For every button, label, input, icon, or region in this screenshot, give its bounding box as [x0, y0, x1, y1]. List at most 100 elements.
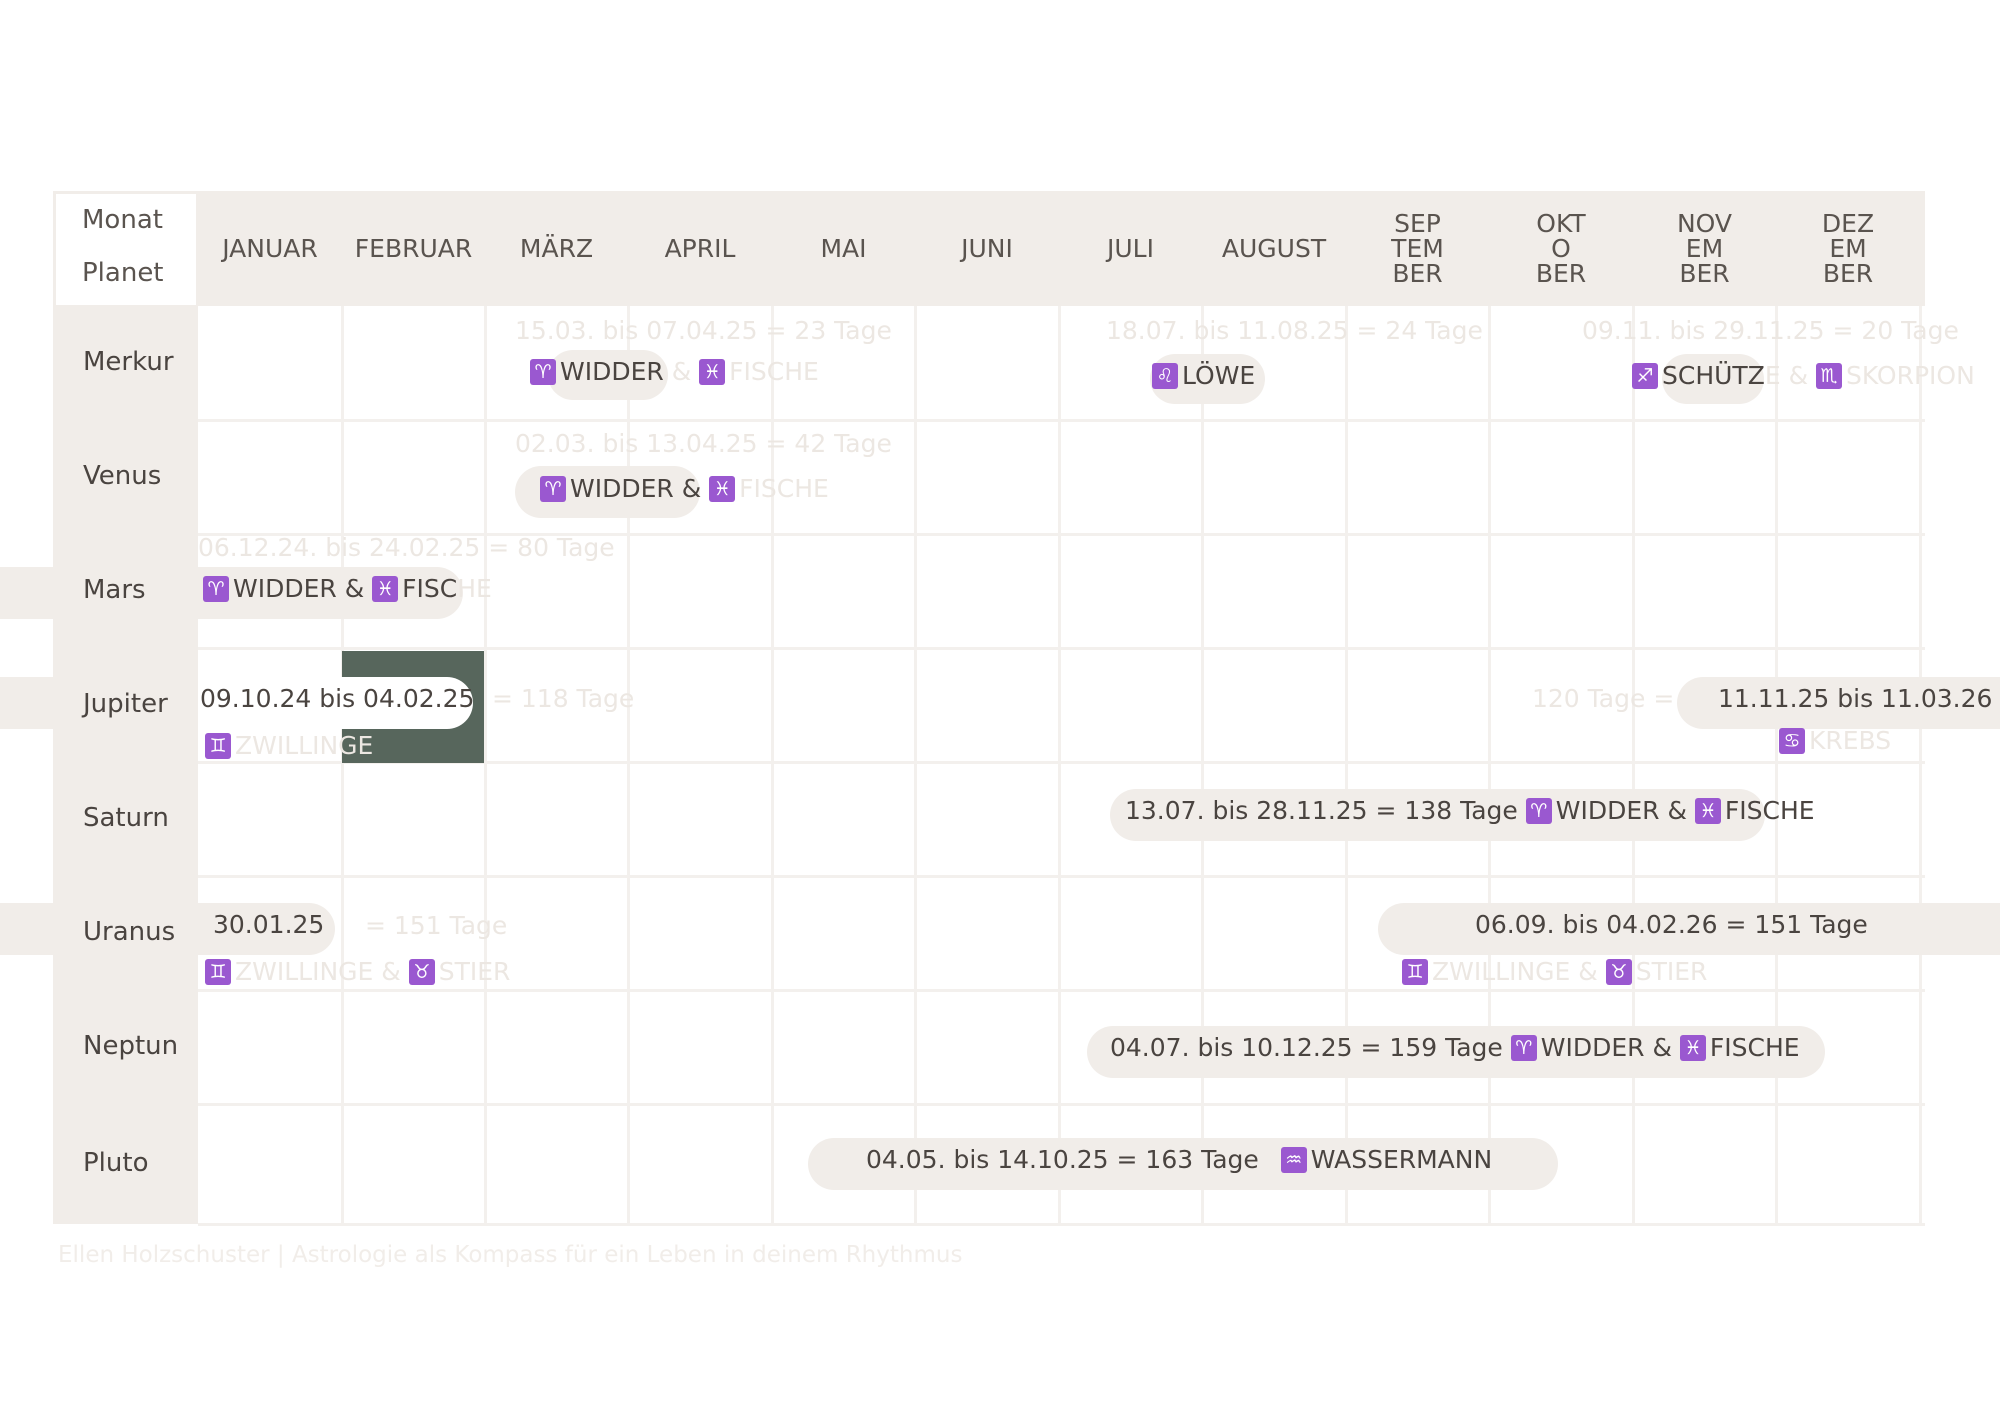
month-header-apr: APRIL: [628, 191, 772, 306]
uranus-period-1-days: = 151 Tage: [365, 911, 508, 940]
merkur-period-1-signs: ♈WIDDER & ♓FISCHE: [530, 357, 819, 387]
merkur-period-2-dates: 18.07. bis 11.08.25 = 24 Tage: [1106, 316, 1483, 345]
grid-line-horizontal: [198, 1103, 1925, 1106]
venus-sign-fische: FISCHE: [739, 474, 829, 503]
mars-row-margin-band: [0, 567, 53, 619]
planet-label-mars: Mars: [83, 575, 146, 605]
pluto-dates: 04.05. bis 14.10.25 = 163 Tage: [866, 1145, 1259, 1174]
merkur-sign-schuetze: SCHÜTZ: [1662, 361, 1765, 390]
gemini-icon: ♊: [1402, 959, 1428, 985]
aries-icon: ♈: [203, 576, 229, 602]
month-label-line: FEBRUAR: [354, 234, 473, 263]
grid-line-horizontal: [198, 647, 1925, 650]
mars-signs: ♈WIDDER & ♓FISCHE: [203, 574, 492, 604]
saturn-pill: [1110, 789, 1765, 841]
month-label-line: EM: [1685, 234, 1724, 263]
scorpio-icon: ♏: [1816, 363, 1843, 389]
month-label-aug: AUGUST: [1222, 236, 1326, 261]
corner-label-planet: Planet: [82, 258, 164, 288]
grid-line-vertical: [771, 306, 774, 1224]
grid-line-horizontal: [198, 989, 1925, 992]
planet-label-saturn: Saturn: [83, 803, 169, 833]
uranus-period-1-date: 30.01.25: [213, 910, 325, 939]
mars-pill: [198, 567, 463, 619]
month-label-line: EM: [1829, 234, 1867, 263]
pisces-icon: ♓: [699, 359, 726, 385]
saturn-sign-fische: FISCHE: [1724, 796, 1815, 825]
jupiter-sign-krebs: KREBS: [1809, 726, 1892, 755]
grid-line-horizontal: [198, 419, 1925, 422]
taurus-icon: ♉: [1605, 959, 1632, 985]
merkur-period-3-signs: ♐SCHÜTZE & ♏SKORPION: [1632, 361, 1975, 391]
month-label-line: NOV: [1676, 209, 1733, 238]
taurus-icon: ♉: [408, 959, 435, 985]
merkur-sign-fische: FISCHE: [729, 357, 819, 386]
aquarius-icon: ♒: [1280, 1147, 1307, 1173]
aries-icon: ♈: [540, 476, 566, 502]
grid-line-vertical: [1058, 306, 1061, 1224]
merkur-period-1-pill: [548, 350, 668, 400]
uranus-period-2-pill: [1378, 903, 2000, 955]
month-label-line: SEP: [1394, 209, 1441, 238]
month-label-line: AUGUST: [1221, 234, 1327, 263]
month-label-line: MÄRZ: [519, 234, 594, 263]
month-header-mai: MAI: [772, 191, 915, 306]
jupiter-period-2-sign: ♋KREBS: [1779, 726, 1891, 756]
month-label-line: APRIL: [664, 234, 736, 263]
jupiter-sign-zwillinge: ZWILLINGE: [235, 731, 373, 760]
month-label-apr: APRIL: [665, 236, 736, 261]
jupiter-period-2-pill: [1677, 677, 2000, 729]
planet-label-jupiter: Jupiter: [83, 689, 168, 719]
mars-sign-fische: FISC: [402, 574, 458, 603]
pisces-icon: ♓: [1694, 798, 1721, 824]
uranus-p2-sign-stier: STIER: [1635, 957, 1708, 986]
jupiter-row-margin-band: [0, 677, 53, 729]
aries-icon: ♈: [530, 359, 556, 385]
month-header-feb: FEBRUAR: [342, 191, 485, 306]
month-label-line: BER: [1535, 259, 1587, 288]
saturn-sign-widder: WIDDER &: [1555, 796, 1687, 825]
venus-dates: 02.03. bis 13.04.25 = 42 Tage: [515, 429, 892, 458]
merkur-sign-widder: WIDDER: [560, 357, 664, 386]
grid-line-vertical: [627, 306, 630, 1224]
header-background: [53, 191, 1925, 306]
corner-cell: [56, 194, 196, 305]
planet-label-column: [53, 306, 198, 1224]
merkur-period-1-dates: 15.03. bis 07.04.25 = 23 Tage: [515, 316, 892, 345]
month-label-feb: FEBRUAR: [355, 236, 472, 261]
sagittarius-icon: ♐: [1632, 363, 1658, 389]
month-label-jan: JANUAR: [222, 236, 318, 261]
grid-line-vertical: [1632, 306, 1635, 1224]
month-label-line: BER: [1679, 259, 1730, 288]
month-label-mar: MÄRZ: [520, 236, 593, 261]
saturn-dates: 13.07. bis 28.11.25 = 138 Tage: [1125, 796, 1518, 825]
grid-line-horizontal: [198, 533, 1925, 536]
aries-icon: ♈: [1510, 1035, 1537, 1061]
grid-line-horizontal: [198, 761, 1925, 764]
jupiter-period-1-dates: 09.10.24 bis 04.02.25: [200, 684, 475, 713]
planet-label-neptun: Neptun: [83, 1031, 179, 1061]
uranus-p2-sign-zwillinge: ZWILLINGE &: [1432, 957, 1598, 986]
planet-label-venus: Venus: [83, 461, 162, 491]
pluto-pill: [808, 1138, 1558, 1190]
month-label-mai: MAI: [820, 236, 866, 261]
venus-sign-widder: WIDDER &: [570, 474, 702, 503]
month-label-line: OKT: [1536, 209, 1586, 238]
month-label-line: JUNI: [961, 234, 1013, 263]
month-header-mar: MÄRZ: [485, 191, 628, 306]
leo-icon: ♌: [1152, 363, 1178, 389]
month-label-line: TEM: [1391, 234, 1444, 263]
merkur-sign-skorpion: SKORPION: [1846, 361, 1975, 390]
grid-line-horizontal: [198, 1223, 1925, 1226]
gemini-icon: ♊: [205, 959, 231, 985]
mars-sign-widder: WIDDER &: [233, 574, 365, 603]
grid-line-vertical: [1488, 306, 1491, 1224]
month-header-aug: AUGUST: [1202, 191, 1346, 306]
gemini-icon: ♊: [205, 733, 231, 759]
venus-signs: ♈WIDDER & ♓FISCHE: [540, 474, 829, 504]
